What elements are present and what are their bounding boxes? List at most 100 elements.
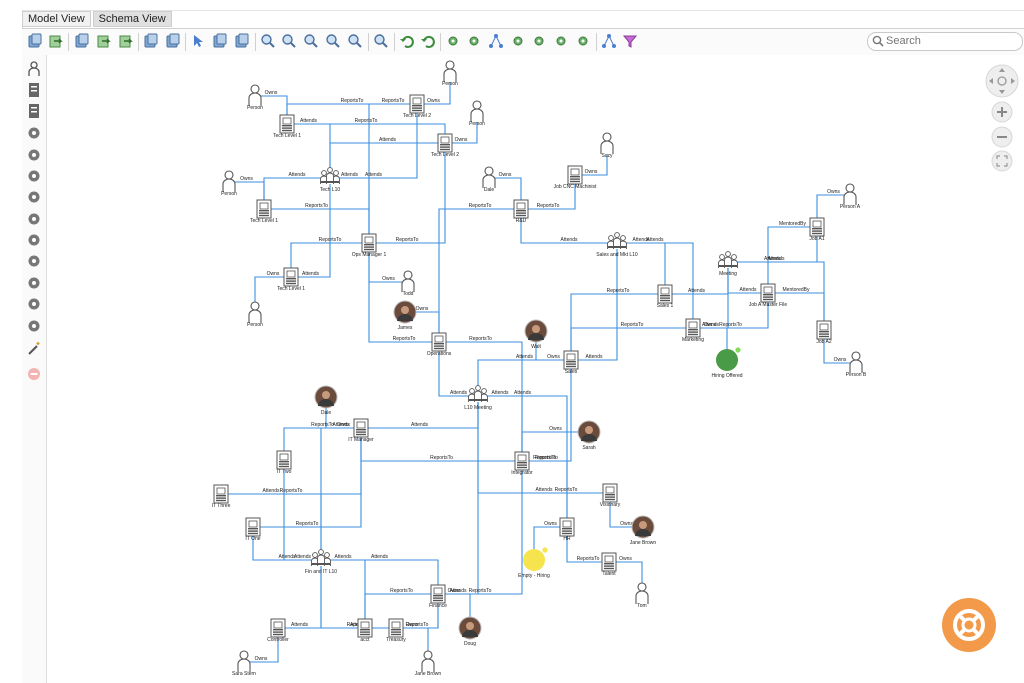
edge-owns[interactable] [244, 628, 279, 663]
node-person[interactable]: Dale [482, 166, 496, 193]
redo-icon[interactable] [420, 33, 436, 49]
move-icon[interactable] [234, 33, 250, 49]
pan-control[interactable] [985, 64, 1019, 98]
preview-icon[interactable] [165, 33, 181, 49]
edge-attends[interactable] [617, 242, 694, 328]
goal-shape-icon[interactable] [26, 296, 42, 312]
node-circle[interactable]: Empty - Hiring [518, 547, 550, 579]
node-doc[interactable]: Job A Master File [749, 283, 788, 308]
edge-attends[interactable] [291, 178, 331, 278]
node-doc[interactable]: Tech Level 2 [403, 94, 431, 119]
edge-owns[interactable] [417, 72, 451, 105]
node-person[interactable]: Person [469, 100, 485, 127]
node-doc[interactable]: Tech Level 1 [273, 114, 301, 139]
note-shape-icon[interactable] [26, 103, 42, 119]
group-shape-icon[interactable] [26, 147, 42, 163]
zoom-in-icon[interactable] [303, 33, 319, 49]
hub-shape-icon[interactable] [26, 211, 42, 227]
edge-attends[interactable] [321, 559, 439, 594]
edge-reportsto[interactable] [438, 461, 523, 595]
node-doc[interactable]: IT Three [212, 484, 231, 509]
node-doc[interactable]: IT Manager [348, 418, 374, 443]
zoom-fit-icon[interactable] [325, 33, 341, 49]
node-person[interactable]: Person [247, 84, 263, 111]
remove-icon[interactable] [26, 366, 42, 382]
chart-shape-icon[interactable] [26, 275, 42, 291]
edge-reportsto[interactable] [368, 243, 439, 343]
node-person[interactable]: Person B [846, 351, 867, 378]
node-person[interactable]: Sara Stern [232, 650, 256, 677]
node-group[interactable]: Sales and Mkt L10 [596, 232, 638, 258]
node-photo[interactable]: Walt [524, 319, 548, 350]
edge-attends[interactable] [252, 527, 321, 561]
node-doc[interactable]: Talent [601, 552, 617, 577]
node-circle[interactable]: Hiring Offered [711, 347, 743, 379]
new-diagram-icon[interactable] [74, 33, 90, 49]
node-doc[interactable]: HR [559, 517, 575, 542]
edge-attends[interactable] [571, 243, 618, 361]
node-person[interactable]: Todd [401, 270, 415, 297]
select-pointer-icon[interactable] [190, 33, 206, 49]
edge-attends[interactable] [728, 261, 825, 330]
node-doc[interactable]: Integrator [511, 451, 533, 476]
node-doc[interactable]: Tech Level 2 [431, 133, 459, 158]
edge-owns[interactable] [816, 194, 850, 227]
fullscreen-button[interactable] [991, 150, 1013, 172]
edge-reportsto[interactable] [522, 360, 572, 462]
network-shape-icon[interactable] [26, 232, 42, 248]
screen-shape-icon[interactable] [26, 253, 42, 269]
node-photo[interactable]: Sarah [577, 420, 601, 451]
edge-attends[interactable] [329, 142, 445, 178]
edge-reportsto[interactable] [521, 175, 576, 210]
node-doc[interactable]: Treasury [386, 618, 406, 643]
zoom-out-alt-icon[interactable] [281, 33, 297, 49]
node-doc[interactable]: acct [357, 618, 373, 643]
edge-reportsto[interactable] [438, 208, 521, 342]
edge-owns[interactable] [575, 144, 608, 176]
zoom-reset-icon[interactable] [347, 33, 363, 49]
hierarchy-icon[interactable] [488, 33, 504, 49]
node-group[interactable]: L10 Meeting [464, 385, 492, 411]
node-doc[interactable]: Marketing [682, 318, 704, 343]
node-person[interactable]: Jane Brown [415, 650, 442, 677]
cross-shape-icon[interactable] [26, 168, 42, 184]
connect-icon[interactable] [531, 33, 547, 49]
edge-reportsto[interactable] [566, 527, 609, 563]
node-doc[interactable]: R&D [513, 199, 529, 224]
zoom-out-icon[interactable] [260, 33, 276, 49]
edge-reportsto[interactable] [264, 208, 370, 243]
edge-reportsto[interactable] [364, 593, 438, 628]
refresh-icon[interactable] [466, 33, 482, 49]
node-doc[interactable]: Visionary [600, 483, 621, 508]
node-person[interactable]: Suzy [600, 132, 614, 159]
pan-hand-icon[interactable] [212, 33, 228, 49]
node-doc[interactable]: Job CNC Machinist [554, 165, 597, 190]
edge-owns[interactable] [445, 112, 478, 144]
node-person[interactable]: Person [442, 60, 458, 87]
node-doc[interactable]: Tech Level 1 [250, 199, 278, 224]
node-group[interactable]: Meeting [718, 251, 738, 277]
edge-reportsto[interactable] [570, 293, 665, 360]
edge-owns[interactable] [254, 276, 291, 313]
magic-wand-icon[interactable] [26, 341, 42, 357]
node-doc[interactable]: Finance [429, 584, 447, 609]
node-photo[interactable]: Dale [314, 385, 338, 416]
node-doc[interactable]: Operations [427, 332, 452, 357]
tab-model-view[interactable]: Model View [22, 11, 91, 27]
rocket-shape-icon[interactable] [26, 125, 42, 141]
fit-all-icon[interactable] [373, 33, 389, 49]
network-icon[interactable] [601, 33, 617, 49]
node-doc[interactable]: IT One [245, 517, 261, 542]
node-photo[interactable]: Jane Brown [630, 515, 657, 546]
tab-schema-view[interactable]: Schema View [92, 11, 172, 27]
node-doc[interactable]: Sales 1 [657, 284, 674, 309]
zoom-in-button[interactable] [991, 101, 1013, 123]
node-doc[interactable]: Ops Manager 1 [352, 233, 387, 258]
node-doc[interactable]: Job A2 [816, 320, 832, 345]
target-shape-icon[interactable] [26, 189, 42, 205]
layout-icon[interactable] [96, 33, 112, 49]
node-person[interactable]: Person [221, 170, 237, 197]
edge-attends[interactable] [320, 427, 361, 560]
node-doc[interactable]: Sales [563, 350, 579, 375]
